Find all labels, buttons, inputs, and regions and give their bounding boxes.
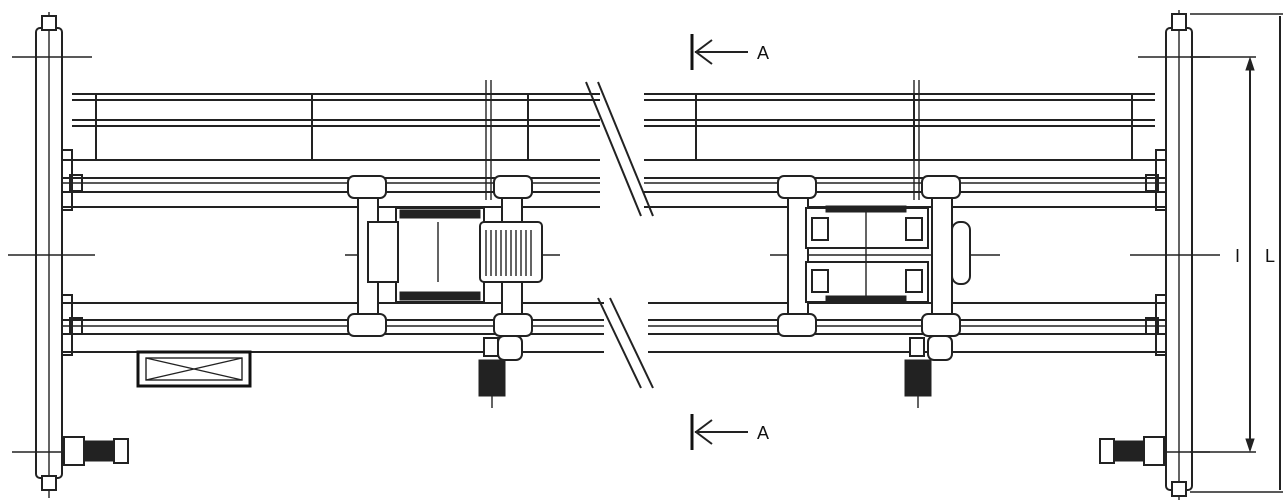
section-arrow-bottom: A bbox=[690, 414, 769, 450]
control-panel-box bbox=[136, 350, 252, 388]
right-end-carriage bbox=[1130, 10, 1220, 500]
right-drive-motor bbox=[1099, 436, 1165, 466]
dimension-inner-span: I bbox=[1190, 56, 1256, 453]
trolley-right bbox=[770, 80, 1000, 408]
span-break-lines bbox=[585, 78, 654, 392]
section-label-bottom: A bbox=[757, 423, 769, 443]
left-end-carriage bbox=[8, 12, 95, 498]
section-arrow-top: A bbox=[690, 34, 769, 70]
section-label-top: A bbox=[757, 43, 769, 63]
dimension-outer-span: L bbox=[1190, 13, 1283, 493]
dimension-label-inner: I bbox=[1235, 246, 1240, 266]
dimension-label-outer: L bbox=[1265, 246, 1275, 266]
left-drive-motor bbox=[63, 436, 129, 466]
trolley-left bbox=[345, 80, 560, 408]
